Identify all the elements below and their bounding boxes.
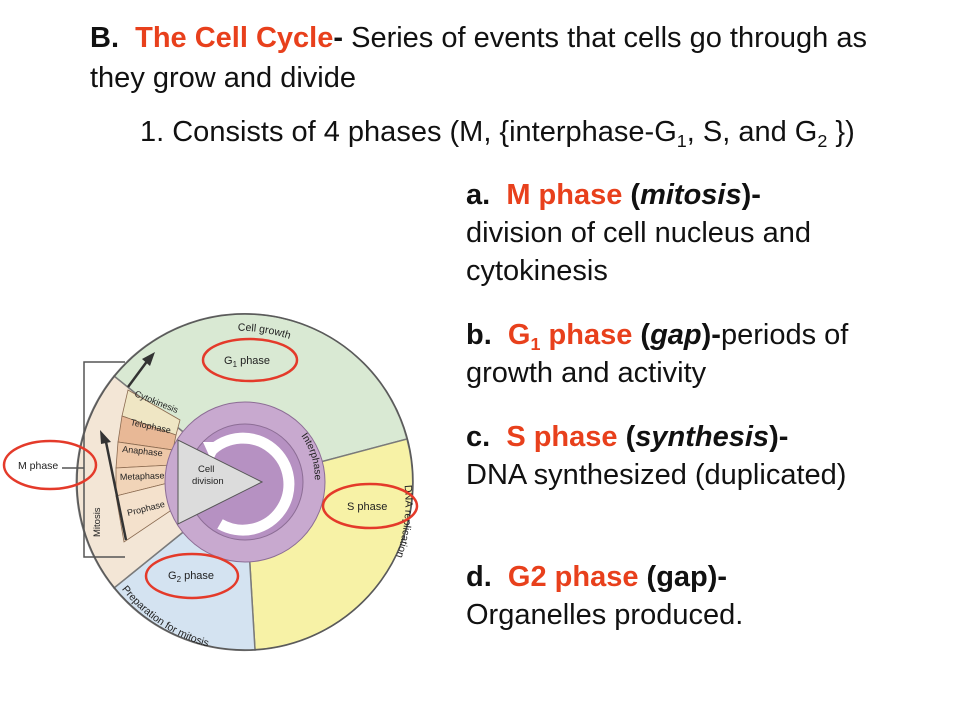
g1-highlight-ellipse <box>201 337 299 383</box>
heading-dash: - <box>333 22 344 54</box>
m-highlight-ellipse <box>2 439 98 491</box>
item-m-phase: a. M phase (mitosis)-division of cell nu… <box>466 179 811 287</box>
item-g1-phase: b. G1 phase (gap)-periods of growth and … <box>466 319 849 389</box>
metaphase-label: Metaphase <box>120 470 165 482</box>
mitosis-arrowhead-icon <box>100 430 111 444</box>
item-g2-phase: d. G2 phase (gap)-Organelles produced. <box>466 561 744 631</box>
cycle-arrow-icon <box>206 432 295 536</box>
cell-cycle-diagram: Cell growth DNA replication Preparation … <box>0 292 440 660</box>
mitosis-label: Mitosis <box>92 507 103 537</box>
cycle-outline <box>76 313 414 651</box>
heading-definition: Series of events that cells go through a… <box>90 22 867 94</box>
cycle-arrowhead-icon <box>203 442 222 462</box>
division-label: division <box>192 476 224 487</box>
mitosis-phase-bands <box>115 389 181 543</box>
g2-label: G2 phase <box>168 570 214 584</box>
heading: B. The Cell Cycle- Series of events that… <box>90 18 920 98</box>
item-s-phase: c. S phase (synthesis)-DNA synthesized (… <box>466 421 847 491</box>
cell-division-wedge <box>177 439 264 525</box>
cell-cycle-svg: Cell growth DNA replication Preparation … <box>2 313 419 652</box>
cytokinesis-arrowhead-icon <box>142 352 155 366</box>
anaphase-label: Anaphase <box>122 444 163 458</box>
heading-letter: B. <box>90 22 119 54</box>
mitosis-bracket <box>83 361 125 558</box>
cell-label: Cell <box>198 464 214 475</box>
g2-highlight-ellipse <box>144 552 240 600</box>
mitosis-arrow-icon <box>104 441 128 541</box>
cytokinesis-arrow-icon <box>126 359 150 388</box>
s-highlight-ellipse <box>321 482 419 530</box>
s-phase-label: S phase <box>347 501 387 513</box>
point-1: 1. Consists of 4 phases (M, {interphase-… <box>140 116 855 151</box>
g1-label: G1 phase <box>224 355 270 369</box>
heading-topic: The Cell Cycle <box>135 22 334 54</box>
m-phase-label: M phase <box>18 460 58 472</box>
